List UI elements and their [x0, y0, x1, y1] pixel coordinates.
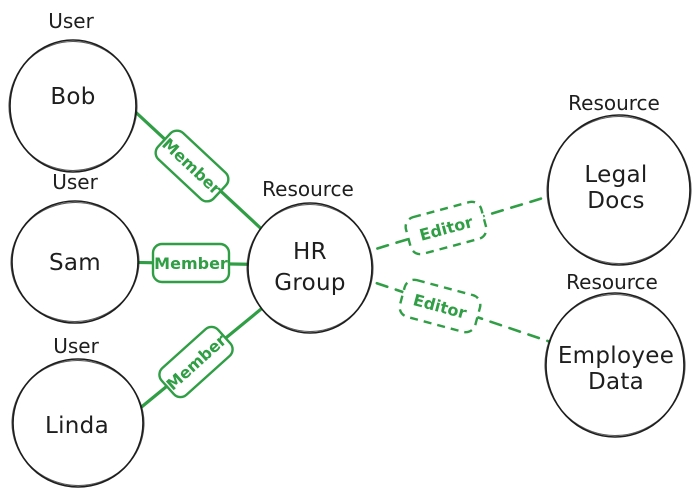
employee-data-circle	[545, 292, 685, 438]
bob-circle-fill	[10, 40, 136, 172]
sam-type-label: User	[52, 170, 98, 194]
editor-legal-label-box	[404, 200, 488, 256]
sam-circle-sketch	[10, 201, 140, 323]
hr-group-name-line2: Group	[274, 270, 346, 296]
edge-label-editor-legal: Editor	[404, 200, 488, 256]
legal-docs-circle	[547, 114, 691, 266]
bob-type-label: User	[48, 9, 94, 33]
hr-group-name-line1: HR	[293, 239, 327, 265]
hr-group-circle-fill	[248, 203, 372, 333]
edge-label-member-linda: Member	[158, 325, 234, 399]
linda-type-label: User	[53, 334, 99, 358]
legal-docs-name-line2: Docs	[587, 188, 645, 214]
node-bob: User Bob	[8, 9, 138, 173]
node-legal-docs: Resource Legal Docs	[546, 91, 692, 266]
member-bob-label-box	[154, 129, 230, 203]
employee-data-type-label: Resource	[566, 270, 658, 294]
node-hr-group: Resource HR Group	[246, 177, 374, 334]
member-sam-label: Member	[154, 254, 228, 273]
employee-data-circle-sketch	[544, 293, 686, 437]
editor-employee-label-box	[398, 278, 482, 334]
hr-group-circle-sketch	[246, 203, 374, 333]
node-linda: User Linda	[11, 334, 145, 488]
linda-circle-fill	[13, 359, 143, 487]
sam-circle-fill	[12, 201, 138, 323]
edge-label-member-sam: Member	[151, 242, 231, 284]
bob-circle-sketch	[8, 40, 138, 172]
sam-name: Sam	[49, 250, 101, 276]
member-sam-label-box	[151, 242, 231, 284]
employee-data-circle-fill	[546, 293, 684, 437]
linda-circle	[12, 358, 144, 488]
hr-group-type-label: Resource	[262, 177, 354, 201]
legal-docs-type-label: Resource	[568, 91, 660, 115]
bob-name: Bob	[50, 84, 95, 110]
bob-circle	[9, 39, 137, 173]
legal-docs-circle-fill	[548, 115, 690, 265]
linda-circle-sketch	[11, 359, 145, 487]
employee-data-name-line2: Data	[588, 369, 644, 395]
legal-docs-circle-sketch	[546, 115, 692, 265]
employee-data-name-line1: Employee	[558, 343, 674, 369]
linda-name: Linda	[45, 413, 109, 439]
sam-circle	[11, 200, 139, 324]
legal-docs-name-line1: Legal	[584, 162, 647, 188]
node-employee-data: Resource Employee Data	[544, 270, 686, 438]
edge-label-editor-employee: Editor	[398, 278, 482, 334]
node-sam: User Sam	[10, 170, 140, 324]
hr-group-circle	[247, 202, 373, 334]
member-linda-label-box	[158, 325, 234, 399]
edge-label-member-bob: Member	[154, 129, 230, 203]
